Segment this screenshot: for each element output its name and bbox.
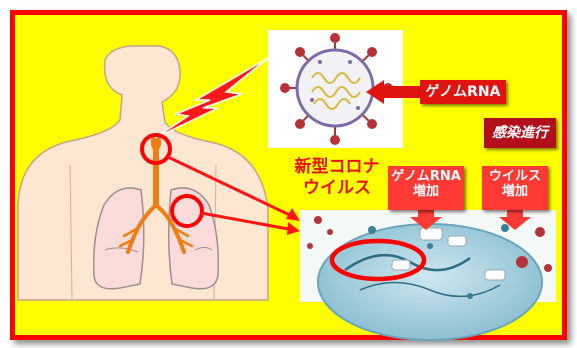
cell-infection-diagram [300,210,556,340]
virus-name-line1: 新型コロナ [292,157,382,178]
virus-name-label: 新型コロナ ウイルス [292,157,382,199]
virus-name-line2: ウイルス [292,178,382,199]
genome-rna-increase-line2: 増加 [388,185,464,200]
genome-rna-increase-label: ゲノムRNA 増加 [388,166,464,210]
virus-increase-line1: ウイルス [482,170,548,185]
infection-progress-label: 感染進行 [484,118,556,148]
genome-rna-increase-line1: ゲノムRNA [388,170,464,185]
virus-increase-line2: 増加 [482,185,548,200]
genome-rna-label: ゲノムRNA [420,80,506,104]
virus-increase-label: ウイルス 増加 [482,166,548,210]
